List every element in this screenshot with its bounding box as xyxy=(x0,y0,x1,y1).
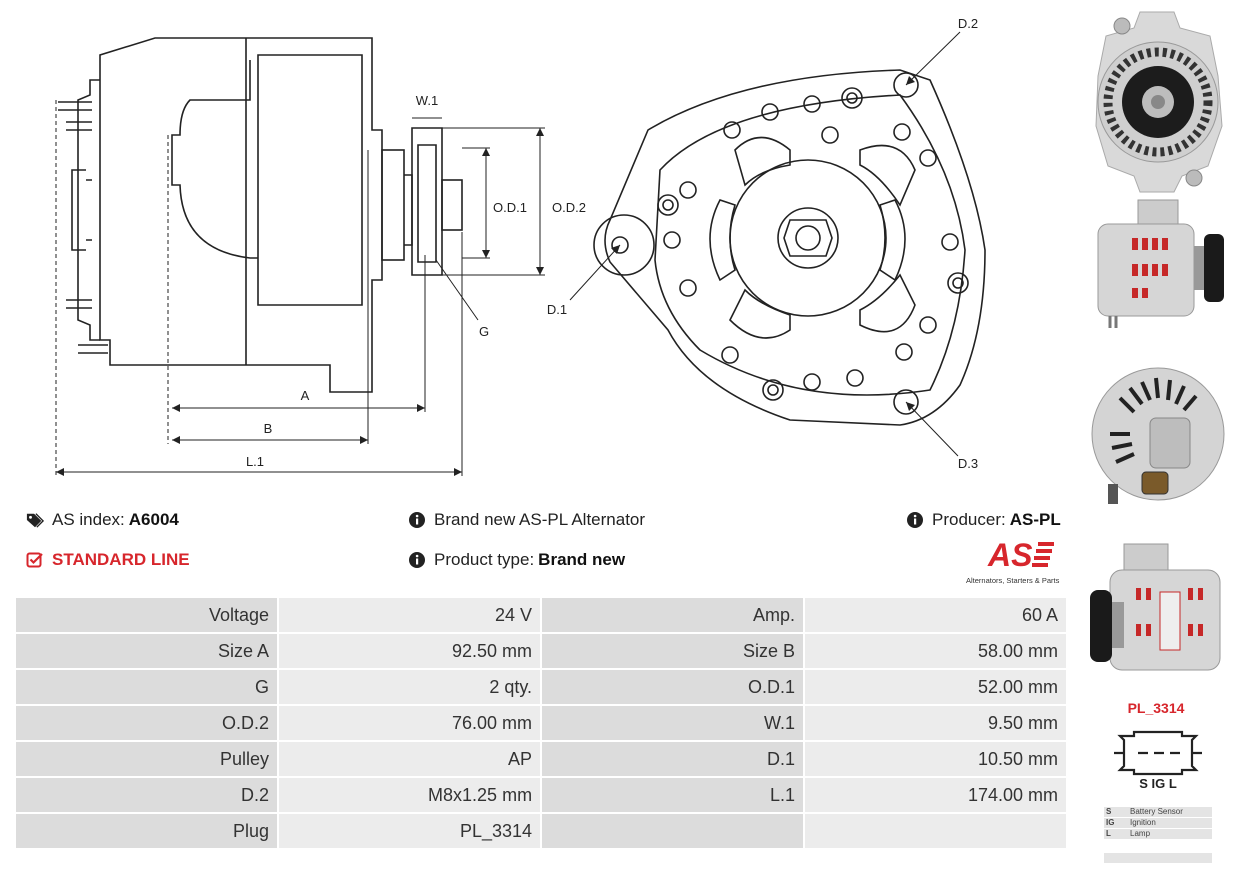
label-g: G xyxy=(479,324,489,339)
spec-value: 174.00 mm xyxy=(805,778,1066,812)
product-photo-rear xyxy=(1091,367,1225,504)
technical-drawing: W.1 O.D.1 O.D.2 G A B L.1 D.1 D.2 D.3 xyxy=(55,16,986,476)
spec-label: Plug xyxy=(16,814,277,848)
checkbox-icon xyxy=(26,551,44,569)
spec-value xyxy=(805,814,1066,848)
spec-label: Size B xyxy=(542,634,803,668)
spec-table: Voltage 24 V Amp. 60 A Size A 92.50 mm S… xyxy=(14,596,1068,850)
label-w1: W.1 xyxy=(416,93,438,108)
spec-label: G xyxy=(16,670,277,704)
spec-label: Size A xyxy=(16,634,277,668)
label-b: B xyxy=(264,421,273,436)
legend-row: S Battery Sensor xyxy=(1104,807,1212,817)
standard-line-row: STANDARD LINE xyxy=(26,550,190,570)
producer-row: Producer: AS-PL xyxy=(906,510,1061,530)
spec-label: Pulley xyxy=(16,742,277,776)
spec-value: 58.00 mm xyxy=(805,634,1066,668)
plug-title: PL_3314 xyxy=(1127,700,1185,716)
spec-label: W.1 xyxy=(542,706,803,740)
producer-label: Producer: xyxy=(932,510,1006,529)
spec-label: D.2 xyxy=(16,778,277,812)
label-a: A xyxy=(301,388,310,403)
spec-label: Voltage xyxy=(16,598,277,632)
description-row: Brand new AS-PL Alternator xyxy=(408,510,645,530)
table-row: Plug PL_3314 xyxy=(16,814,1066,848)
legend-key: IG xyxy=(1106,818,1115,827)
spec-value: 24 V xyxy=(279,598,541,632)
legend-row: L Lamp xyxy=(1104,829,1212,839)
table-row: Voltage 24 V Amp. 60 A xyxy=(16,598,1066,632)
legend-key: L xyxy=(1106,829,1111,838)
label-d3: D.3 xyxy=(958,456,978,471)
legend-desc: Ignition xyxy=(1130,818,1156,827)
standard-line-label: STANDARD LINE xyxy=(52,550,190,569)
info-icon xyxy=(408,511,426,529)
legend-desc: Lamp xyxy=(1130,829,1151,838)
brand-logo: AS Alternators, Starters & Parts xyxy=(966,537,1070,585)
label-od2: O.D.2 xyxy=(552,200,586,215)
product-type-label: Product type: xyxy=(434,550,535,569)
label-d2: D.2 xyxy=(958,16,978,31)
info-icon xyxy=(906,511,924,529)
product-photo-side xyxy=(1097,199,1224,328)
label-l1: L.1 xyxy=(246,454,264,469)
info-icon xyxy=(408,551,426,569)
spec-label xyxy=(542,814,803,848)
as-index-value: A6004 xyxy=(128,510,179,529)
table-row: Pulley AP D.1 10.50 mm xyxy=(16,742,1066,776)
label-od1: O.D.1 xyxy=(493,200,527,215)
legend-key: S xyxy=(1106,807,1112,816)
as-index-label: AS index: xyxy=(52,510,125,529)
table-row: G 2 qty. O.D.1 52.00 mm xyxy=(16,670,1066,704)
legend-row: IG Ignition xyxy=(1104,818,1212,828)
product-type-row: Product type: Brand new xyxy=(408,550,625,570)
table-row: D.2 M8x1.25 mm L.1 174.00 mm xyxy=(16,778,1066,812)
as-index-row: AS index: A6004 xyxy=(26,510,179,530)
spec-label: L.1 xyxy=(542,778,803,812)
spec-value: PL_3314 xyxy=(279,814,541,848)
spec-value: M8x1.25 mm xyxy=(279,778,541,812)
brand-tagline: Alternators, Starters & Parts xyxy=(966,576,1060,585)
spec-label: Amp. xyxy=(542,598,803,632)
tag-icon xyxy=(26,511,44,529)
plug-legend: S Battery Sensor IG Ignition L Lamp xyxy=(1104,807,1212,864)
legend-row-empty xyxy=(1104,853,1212,863)
spec-value: 60 A xyxy=(805,598,1066,632)
spec-label: O.D.1 xyxy=(542,670,803,704)
product-photo-front xyxy=(1095,11,1223,193)
spec-value: 92.50 mm xyxy=(279,634,541,668)
spec-label: O.D.2 xyxy=(16,706,277,740)
spec-value: AP xyxy=(279,742,541,776)
product-type-value: Brand new xyxy=(538,550,626,569)
spec-value: 52.00 mm xyxy=(805,670,1066,704)
spec-value: 2 qty. xyxy=(279,670,541,704)
legend-desc: Battery Sensor xyxy=(1130,807,1183,816)
label-d1: D.1 xyxy=(547,302,567,317)
table-row: O.D.2 76.00 mm W.1 9.50 mm xyxy=(16,706,1066,740)
spec-label: D.1 xyxy=(542,742,803,776)
producer-value: AS-PL xyxy=(1009,510,1061,529)
product-photo-angle xyxy=(1090,543,1221,671)
spec-value: 9.50 mm xyxy=(805,706,1066,740)
plug-connector-diagram xyxy=(1114,730,1202,776)
spec-value: 10.50 mm xyxy=(805,742,1066,776)
plug-pins: S IG L xyxy=(1139,776,1177,791)
table-row: Size A 92.50 mm Size B 58.00 mm xyxy=(16,634,1066,668)
spec-value: 76.00 mm xyxy=(279,706,541,740)
as-logo-mark: AS xyxy=(987,537,1054,573)
logo-text: AS xyxy=(987,538,1033,570)
description-text: Brand new AS-PL Alternator xyxy=(434,510,646,529)
